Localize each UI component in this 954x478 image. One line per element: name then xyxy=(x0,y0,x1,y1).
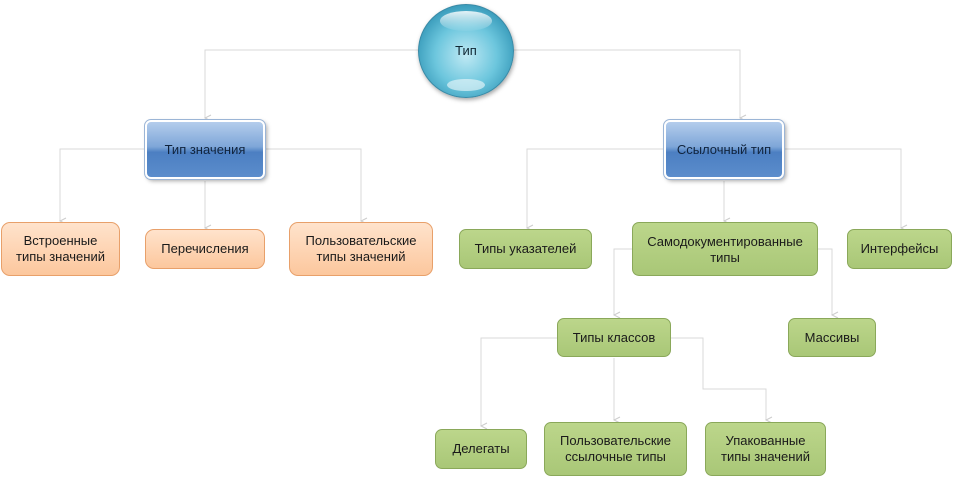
connector-reference-to-pointers xyxy=(527,148,664,228)
node-reference-type: Ссылочный тип xyxy=(663,119,785,180)
node-arrays: Массивы xyxy=(788,318,876,357)
class-types-label: Типы классов xyxy=(572,329,656,345)
user-values-line1: Пользовательские xyxy=(305,233,417,248)
arrays-label: Массивы xyxy=(804,329,860,345)
value-type-label: Тип значения xyxy=(164,141,246,157)
connector-reference-to-interfaces xyxy=(784,148,901,228)
connector-value-to-user-values xyxy=(265,148,361,221)
node-builtin-value-types: Встроенные типы значений xyxy=(1,222,120,276)
boxed-values-line1: Упакованные xyxy=(725,433,806,448)
node-boxed-value-types: Упакованные типы значений xyxy=(705,422,826,476)
boxed-values-line2: типы значений xyxy=(720,449,810,464)
root-label: Тип xyxy=(455,43,477,58)
node-enumerations: Перечисления xyxy=(145,229,265,269)
node-user-value-types: Пользовательские типы значений xyxy=(289,222,433,276)
node-class-types: Типы классов xyxy=(557,318,671,357)
builtin-values-line1: Встроенные xyxy=(23,233,98,248)
node-interfaces: Интерфейсы xyxy=(847,229,952,269)
enumerations-label: Перечисления xyxy=(161,241,249,256)
node-value-type: Тип значения xyxy=(144,119,266,180)
connector-root-to-reference-type xyxy=(512,49,740,118)
builtin-values-line2: типы значений xyxy=(15,249,105,264)
connector-class-to-delegates xyxy=(481,337,557,426)
user-reference-line1: Пользовательские xyxy=(559,433,672,448)
interfaces-label: Интерфейсы xyxy=(860,241,939,256)
delegates-label: Делегаты xyxy=(452,441,510,456)
connector-value-to-builtin xyxy=(60,148,145,221)
connector-root-to-value-type xyxy=(205,49,418,118)
user-values-line2: типы значений xyxy=(316,249,406,264)
node-pointer-types: Типы указателей xyxy=(459,229,592,269)
self-describing-line1: Самодокументированные xyxy=(647,234,803,249)
user-reference-line2: ссылочные типы xyxy=(565,449,666,464)
pointer-types-label: Типы указателей xyxy=(474,241,577,256)
connector-class-to-boxed xyxy=(671,337,766,420)
root-node-type: Тип xyxy=(418,4,514,98)
self-describing-line2: типы xyxy=(710,250,740,265)
connector-self-to-class-types xyxy=(614,248,632,315)
node-user-reference-types: Пользовательские ссылочные типы xyxy=(544,422,687,476)
reference-type-label: Ссылочный тип xyxy=(676,141,772,157)
node-self-describing-types: Самодокументированные типы xyxy=(632,222,818,276)
node-delegates: Делегаты xyxy=(435,429,527,469)
connector-self-to-arrays xyxy=(818,248,832,315)
